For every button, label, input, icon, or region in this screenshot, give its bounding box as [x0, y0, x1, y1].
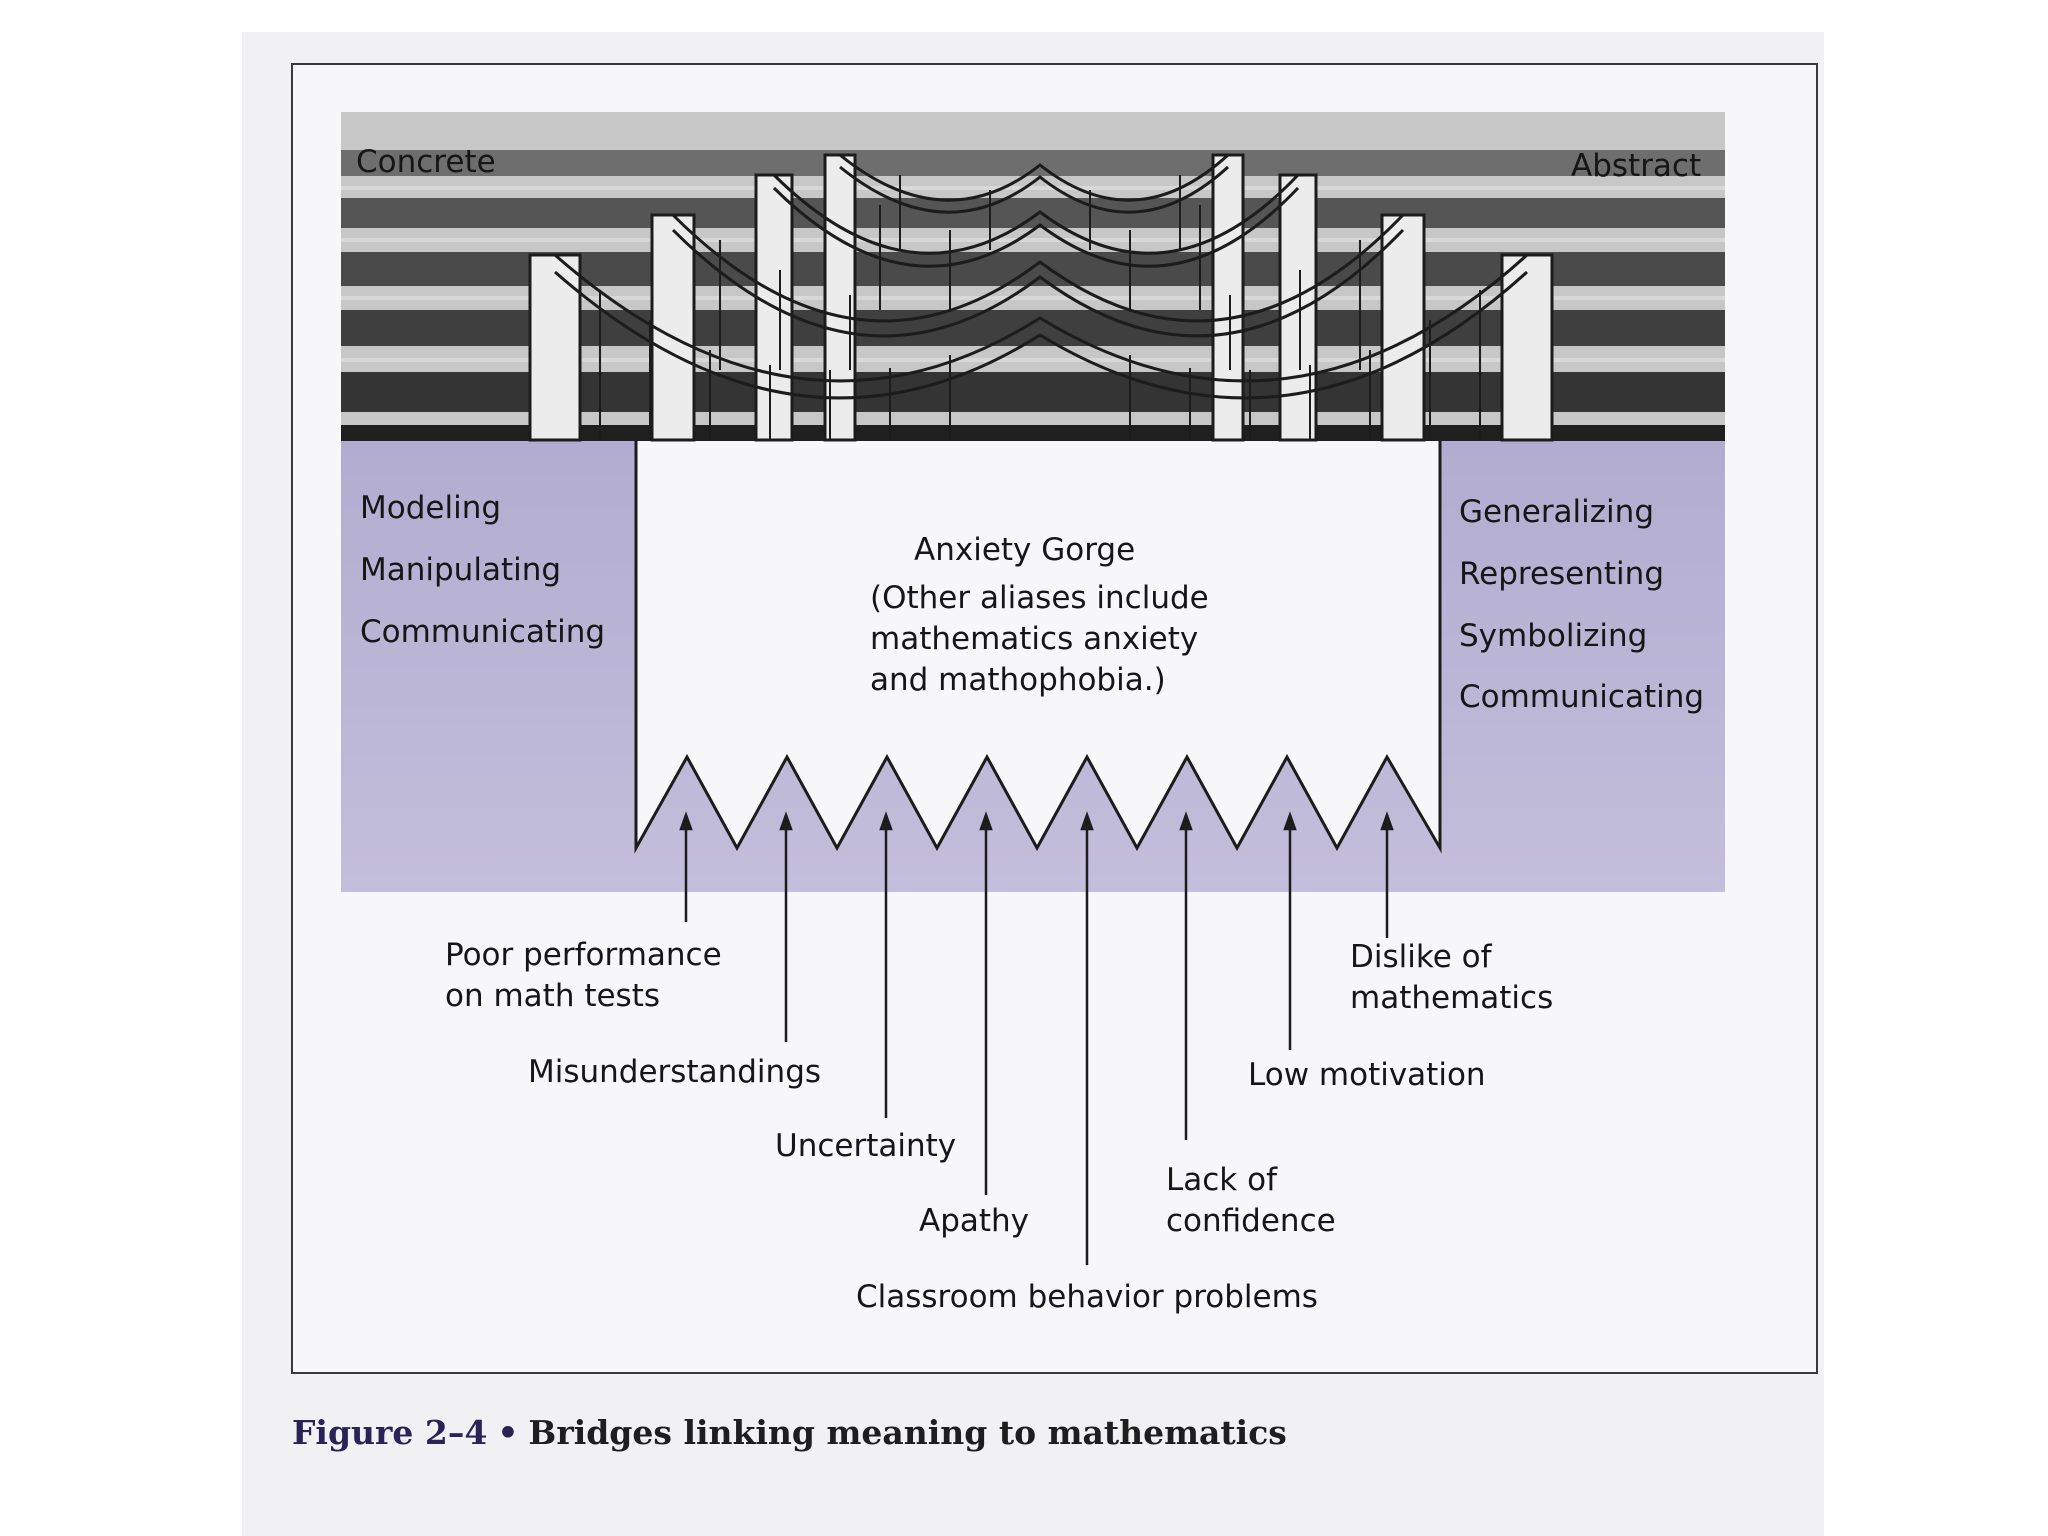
- gorge-subtitle-line-1: (Other aliases include: [870, 580, 1209, 616]
- cliff-terrain: [341, 440, 1725, 892]
- right-skill-representing: Representing: [1459, 556, 1664, 592]
- label-low-motivation: Low motivation: [1248, 1057, 1486, 1093]
- gorge-title: Anxiety Gorge: [914, 532, 1136, 568]
- left-skill-manipulating: Manipulating: [360, 552, 562, 588]
- label-classroom-behavior: Classroom behavior problems: [856, 1279, 1318, 1315]
- bridge-hangers: [599, 175, 1481, 440]
- label-misunderstandings: Misunderstandings: [528, 1054, 822, 1090]
- problem-arrows: [679, 811, 1394, 1265]
- label-apathy: Apathy: [919, 1203, 1030, 1239]
- figure-number: Figure 2–4: [292, 1413, 488, 1452]
- left-skill-communicating: Communicating: [360, 614, 606, 650]
- label-dislike-1: Dislike of: [1350, 939, 1492, 975]
- concrete-label: Concrete: [356, 144, 496, 180]
- caption-separator: •: [497, 1413, 519, 1452]
- abstract-label: Abstract: [1571, 148, 1702, 184]
- label-dislike-2: mathematics: [1350, 980, 1554, 1016]
- left-skill-modeling: Modeling: [360, 490, 502, 526]
- figure-title: Bridges linking meaning to mathematics: [528, 1413, 1287, 1452]
- gorge-outline: [634, 440, 1442, 854]
- right-skill-generalizing: Generalizing: [1459, 494, 1654, 530]
- gorge-subtitle-line-2: mathematics anxiety: [870, 621, 1199, 657]
- label-lack-of-confidence-1: Lack of: [1166, 1162, 1277, 1198]
- label-lack-of-confidence-2: confidence: [1166, 1203, 1336, 1239]
- label-poor-performance-2: on math tests: [445, 978, 661, 1014]
- bridge-cables: [554, 153, 1529, 400]
- label-poor-performance-1: Poor performance: [445, 937, 722, 973]
- figure-caption: Figure 2–4•Bridges linking meaning to ma…: [292, 1413, 1287, 1452]
- gorge-subtitle-line-3: and mathophobia.): [870, 662, 1166, 698]
- right-skill-communicating: Communicating: [1459, 679, 1705, 715]
- label-uncertainty: Uncertainty: [775, 1128, 957, 1164]
- right-skill-symbolizing: Symbolizing: [1459, 618, 1648, 654]
